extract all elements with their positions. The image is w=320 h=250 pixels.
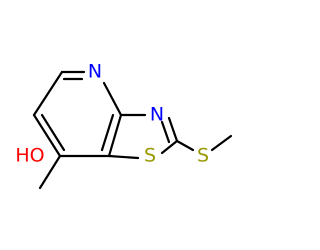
bond-c-c-upper-left [32, 70, 64, 117]
bond-fusion [107, 113, 123, 158]
bond-s-ring-c [107, 154, 140, 160]
bond-c2-s-methylthio [175, 139, 195, 152]
molecule-drawing: N N S S HO [15, 61, 233, 190]
atom-s-methylthio: S [197, 145, 209, 167]
structure-canvas: N N S S HO [15, 61, 233, 190]
atom-n-thiazole: N [150, 104, 164, 126]
bond-c2-s-ring [160, 139, 179, 155]
bond-c-oh [38, 154, 62, 190]
bond-c-c-left [32, 113, 62, 158]
bond-s-methyl [210, 134, 233, 152]
atom-n-pyridine: N [88, 61, 102, 83]
bond-c-c-left-double [40, 113, 66, 152]
bond-fusion-double [100, 113, 115, 152]
bond-c-n-pyridine [102, 81, 123, 117]
atom-hydroxyl: HO [15, 145, 44, 167]
atom-s-ring: S [144, 145, 156, 167]
bond-n-c2-double [167, 116, 179, 143]
bond-n-c2-double-inner [160, 120, 171, 144]
